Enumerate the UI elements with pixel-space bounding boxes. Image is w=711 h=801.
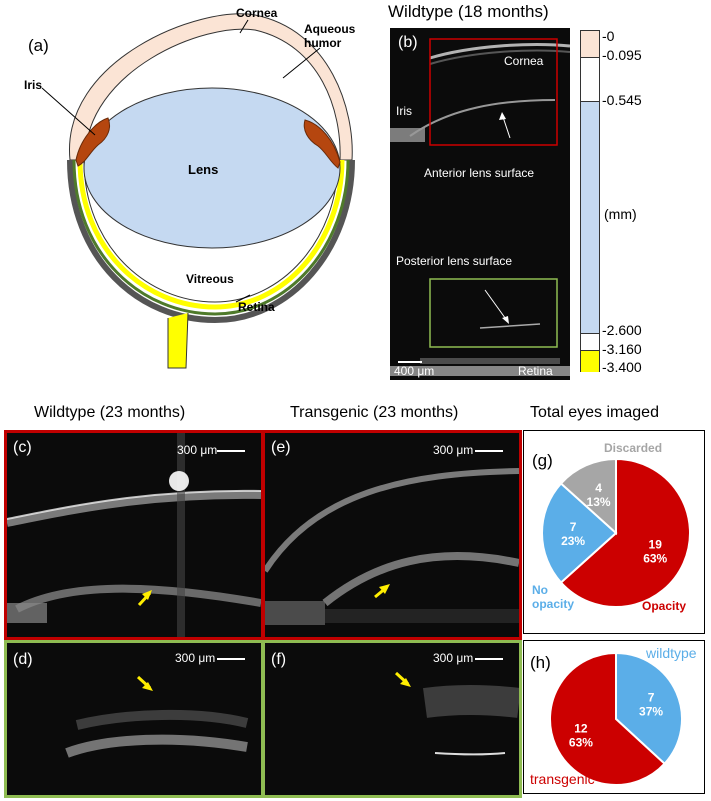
b-label-cornea: Cornea — [504, 54, 544, 68]
optic-nerve — [167, 312, 189, 369]
colorbar-tick-0: -0 — [602, 28, 615, 44]
panel-g-letter: (g) — [532, 451, 553, 470]
g-slice-1-count: 7 — [570, 520, 577, 534]
label-iris: Iris — [24, 78, 43, 92]
oct-image-f: (f) 300 μm — [262, 640, 522, 798]
title-wildtype-23: Wildtype (23 months) — [34, 404, 186, 421]
g-slice-2-count: 4 — [595, 481, 602, 495]
b-label-anterior: Anterior lens surface — [424, 166, 535, 180]
oct-image-d: (d) 300 μm — [4, 640, 264, 798]
h-slice-0-percent: 37% — [639, 705, 663, 719]
panel-c-letter: (c) — [13, 439, 32, 456]
b-label-retina: Retina — [518, 364, 553, 378]
oct-image-e: (e) 300 μm — [262, 430, 522, 640]
label-cornea: Cornea — [236, 6, 278, 20]
g-slice-0-count: 19 — [649, 537, 663, 551]
panel-h-letter: (h) — [530, 653, 551, 672]
h-slice-1-count: 12 — [574, 721, 588, 735]
colorbar-tick-5: -3.400 — [602, 359, 642, 375]
colorbar-aqueous — [581, 57, 599, 102]
b-scalebar-label: 400 μm — [394, 364, 435, 378]
oct-image-c: (c) 300 μm — [4, 430, 264, 640]
g-slice-0 — [559, 457, 691, 608]
g-label-opacity: Opacity — [642, 599, 687, 613]
panel-b-title: Wildtype (18 months) — [388, 2, 549, 21]
b-label-iris: Iris — [396, 104, 412, 118]
iris-left — [75, 117, 111, 167]
colorbar-unit: (mm) — [604, 206, 637, 222]
colorbar-tick-2: -0.545 — [602, 92, 642, 108]
panel-b-letter: (b) — [398, 34, 418, 51]
colorbar-tick-1: -0.095 — [602, 47, 642, 63]
colorbar-tick-4: -3.160 — [602, 341, 642, 357]
h-slice-0-count: 7 — [648, 691, 655, 705]
depth-colorbar — [580, 30, 600, 372]
label-aqueous: Aqueous humor — [304, 22, 356, 50]
g-label-discarded: Discarded — [604, 441, 663, 455]
panel-f-letter: (f) — [271, 651, 287, 668]
sclera-inner — [83, 159, 339, 303]
title-total-eyes: Total eyes imaged — [530, 404, 659, 421]
g-slice-0-percent: 63% — [643, 551, 667, 565]
c-scalebar-label: 300 μm — [177, 443, 218, 457]
lens-shape — [83, 87, 341, 249]
colorbar-lens — [581, 101, 599, 334]
h-label-transgenic: transgenic — [530, 771, 595, 787]
g-slice-2-percent: 13% — [587, 495, 611, 509]
colorbar-tick-3: -2.600 — [602, 322, 642, 338]
e-scalebar-label: 300 μm — [433, 443, 474, 457]
h-slice-0 — [615, 651, 683, 766]
sclera-outer — [67, 159, 355, 324]
sclera-green — [72, 159, 350, 316]
g-slice-1 — [541, 482, 618, 584]
f-scalebar-label: 300 μm — [433, 651, 474, 665]
label-vitreous: Vitreous — [186, 272, 234, 286]
panel-a-letter: (a) — [28, 36, 49, 55]
title-transgenic-23: Transgenic (23 months) — [290, 404, 459, 421]
iris-right — [303, 119, 341, 169]
panel-d-letter: (d) — [13, 651, 33, 668]
colorbar-vitreous — [581, 333, 599, 351]
b-label-posterior: Posterior lens surface — [396, 254, 513, 268]
h-label-wildtype: wildtype — [646, 645, 697, 661]
g-slice-1-percent: 23% — [561, 534, 585, 548]
colorbar-retina — [581, 350, 599, 372]
panel-a: (a) Cornea Aqueous humor Iris Lens Vitre… — [0, 0, 380, 380]
label-lens: Lens — [188, 162, 219, 177]
label-retina: Retina — [238, 300, 275, 314]
g-slice-2 — [559, 457, 617, 536]
oct-image-b: (b) Cornea Iris Anterior lens surface Po… — [390, 28, 570, 380]
panel-e-letter: (e) — [271, 439, 291, 456]
d-scalebar-label: 300 μm — [175, 651, 216, 665]
eye-diagram — [41, 13, 355, 369]
colorbar-cornea — [581, 31, 599, 57]
h-slice-1-percent: 63% — [569, 735, 593, 749]
g-label-no-opacity: No opacity — [532, 583, 575, 611]
h-slice-1 — [549, 651, 666, 786]
retina-yellow — [77, 159, 345, 310]
